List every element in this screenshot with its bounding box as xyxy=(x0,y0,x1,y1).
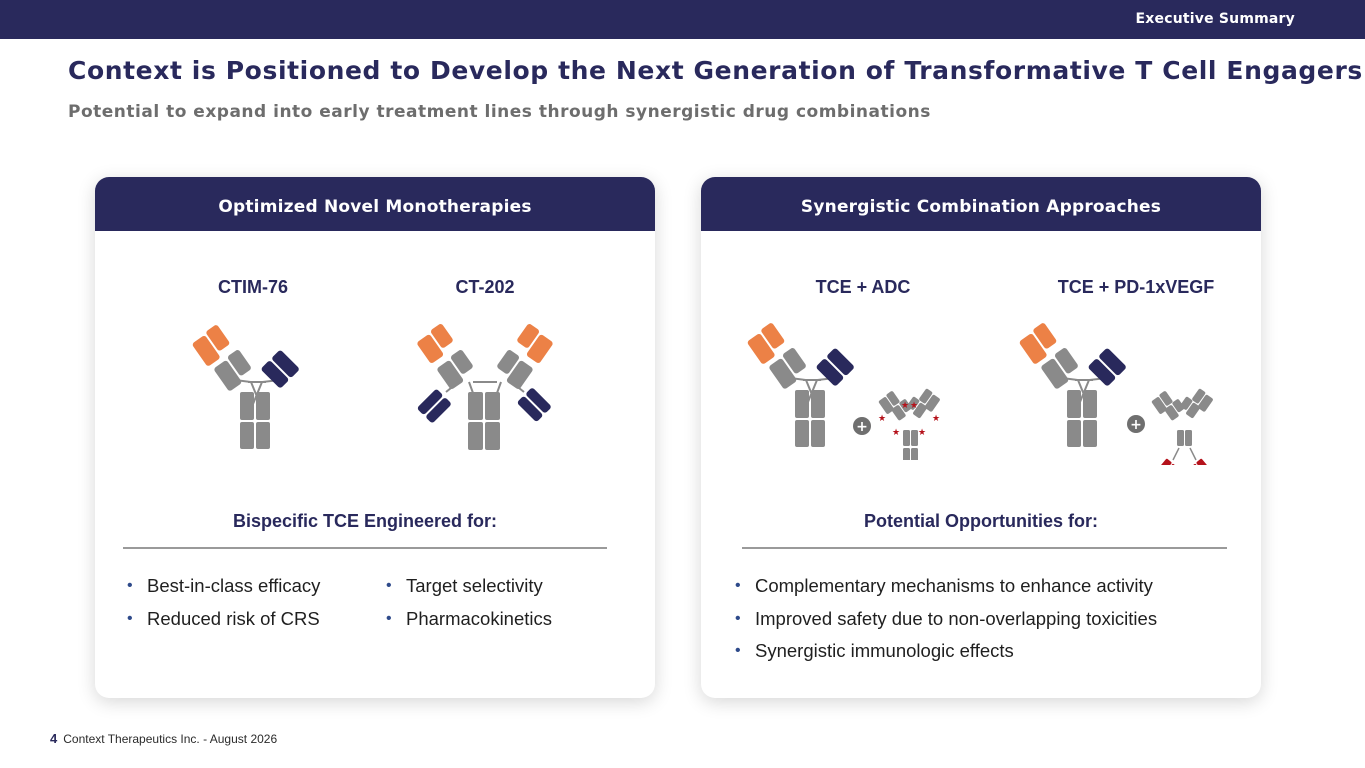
tce-adc-label: TCE + ADC xyxy=(815,277,911,297)
antibody-plus-pd1-vegf-icon: + xyxy=(1019,323,1213,465)
monotherapies-card: Optimized Novel Monotherapies CTIM-76 CT… xyxy=(95,177,655,698)
section-label: Executive Summary xyxy=(1135,11,1295,27)
footer: 4 Context Therapeutics Inc. - August 2026 xyxy=(50,731,277,746)
opportunities-list: Complementary mechanisms to enhance acti… xyxy=(735,576,1157,675)
ct-202-label: CT-202 xyxy=(455,277,515,297)
bullet-list-col2: Target selectivity Pharmacokinetics xyxy=(386,576,552,643)
footer-text: Context Therapeutics Inc. - August 2026 xyxy=(63,732,278,746)
list-item: Complementary mechanisms to enhance acti… xyxy=(735,576,1157,610)
combination-card-header: Synergistic Combination Approaches xyxy=(701,177,1261,231)
list-item: Improved safety due to non-overlapping t… xyxy=(735,609,1157,643)
svg-text:+: + xyxy=(1130,417,1142,433)
antibody-plus-adc-icon: + ★ ★ ★ ★ ★ ★ xyxy=(747,323,940,460)
list-item: Target selectivity xyxy=(386,576,552,610)
svg-text:★: ★ xyxy=(910,401,918,411)
divider xyxy=(742,547,1227,549)
svg-text:★: ★ xyxy=(901,401,909,411)
combination-card: Synergistic Combination Approaches TCE +… xyxy=(701,177,1261,698)
tetravalent-antibody-icon xyxy=(417,324,553,450)
svg-text:★: ★ xyxy=(892,428,900,438)
list-item: Reduced risk of CRS xyxy=(127,609,320,643)
svg-text:+: + xyxy=(856,419,868,435)
combination-subhead: Potential Opportunities for: xyxy=(864,511,1098,531)
bullet-list-col1: Best-in-class efficacy Reduced risk of C… xyxy=(127,576,320,643)
ctim-76-label: CTIM-76 xyxy=(217,277,288,297)
svg-text:★: ★ xyxy=(878,414,886,424)
list-item: Best-in-class efficacy xyxy=(127,576,320,610)
monotherapies-card-header: Optimized Novel Monotherapies xyxy=(95,177,655,231)
page-subtitle: Potential to expand into early treatment… xyxy=(68,102,931,122)
page-number: 4 xyxy=(50,731,58,746)
svg-text:★: ★ xyxy=(918,428,926,438)
divider xyxy=(123,547,607,549)
svg-text:★: ★ xyxy=(932,414,940,424)
tce-pd1-vegf-label: TCE + PD-1xVEGF xyxy=(1057,277,1215,297)
bispecific-antibody-icon xyxy=(192,325,299,449)
monotherapies-subhead: Bispecific TCE Engineered for: xyxy=(232,511,498,531)
top-banner: Executive Summary xyxy=(0,0,1365,39)
list-item: Synergistic immunologic effects xyxy=(735,641,1157,675)
page-title: Context is Positioned to Develop the Nex… xyxy=(68,56,1363,85)
list-item: Pharmacokinetics xyxy=(386,609,552,643)
